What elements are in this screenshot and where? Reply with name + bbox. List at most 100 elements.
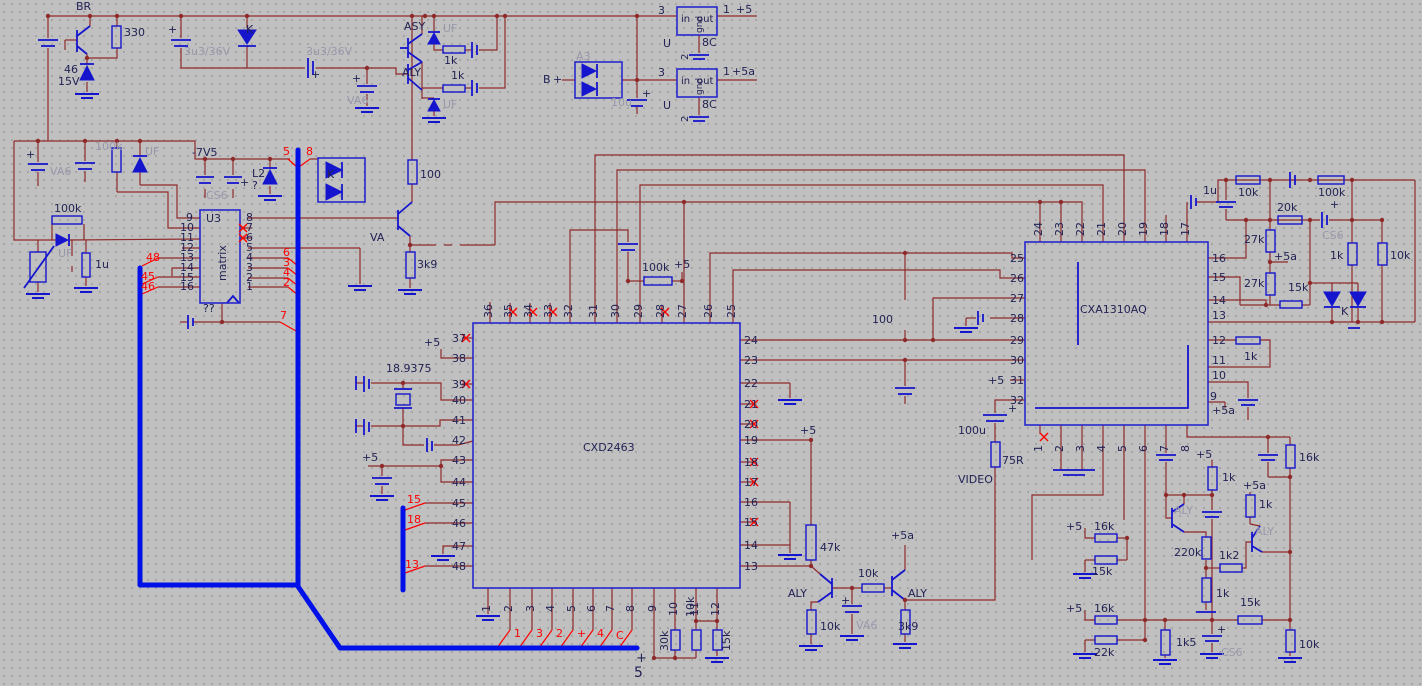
ic-layer[interactable] bbox=[199, 6, 1209, 589]
resistor-body[interactable] bbox=[861, 583, 885, 593]
wire[interactable] bbox=[117, 191, 200, 229]
resistor-body[interactable] bbox=[405, 251, 416, 279]
wire[interactable] bbox=[1165, 495, 1172, 519]
wire[interactable] bbox=[1184, 531, 1207, 537]
wire[interactable] bbox=[140, 184, 200, 219]
wire[interactable] bbox=[403, 382, 473, 401]
resistor-body[interactable] bbox=[712, 629, 723, 651]
wire[interactable] bbox=[68, 238, 201, 241]
wire[interactable] bbox=[594, 154, 1125, 323]
wire[interactable] bbox=[1084, 528, 1095, 539]
resistor-body[interactable] bbox=[806, 609, 817, 635]
resistor-body[interactable] bbox=[990, 441, 1001, 468]
wire[interactable] bbox=[1186, 425, 1290, 438]
wire[interactable] bbox=[367, 67, 408, 75]
wire[interactable] bbox=[810, 601, 818, 610]
wire[interactable] bbox=[709, 252, 1025, 323]
resistor-body[interactable] bbox=[1277, 215, 1303, 225]
wire[interactable] bbox=[87, 48, 118, 59]
wire[interactable] bbox=[13, 141, 38, 241]
resistor-body[interactable] bbox=[81, 252, 91, 278]
resistor-body[interactable] bbox=[643, 276, 673, 286]
resistor-body[interactable] bbox=[805, 524, 817, 561]
resistor-body[interactable] bbox=[1235, 336, 1261, 345]
diode-icon[interactable] bbox=[237, 29, 257, 45]
wire-layer[interactable] bbox=[13, 15, 1416, 659]
voltage-regulator-1[interactable] bbox=[676, 6, 718, 36]
wire[interactable] bbox=[14, 140, 290, 160]
resistor-body[interactable] bbox=[1094, 555, 1118, 565]
net-stub-wire[interactable] bbox=[579, 629, 594, 649]
resistor-body[interactable] bbox=[51, 215, 83, 225]
ic-cxd2463[interactable] bbox=[472, 322, 741, 589]
resistor-body[interactable] bbox=[1094, 615, 1118, 625]
net-stub-wire[interactable] bbox=[141, 276, 159, 285]
resistor-body[interactable] bbox=[1201, 577, 1212, 603]
wire[interactable] bbox=[442, 545, 473, 554]
wire[interactable] bbox=[479, 16, 498, 51]
diode-icon[interactable] bbox=[1323, 291, 1341, 308]
diode-pack-k[interactable] bbox=[317, 157, 366, 203]
wire[interactable] bbox=[1208, 276, 1241, 305]
wire[interactable] bbox=[1208, 220, 1247, 259]
resistor-body[interactable] bbox=[670, 629, 681, 651]
voltage-regulator-2[interactable] bbox=[676, 68, 718, 98]
wire[interactable] bbox=[1208, 339, 1271, 368]
resistor-body[interactable] bbox=[407, 159, 418, 185]
resistor-body[interactable] bbox=[111, 25, 122, 49]
diode-icon[interactable] bbox=[1349, 291, 1367, 308]
net-stub-wire[interactable] bbox=[298, 158, 311, 168]
resistor-body[interactable] bbox=[1094, 635, 1118, 645]
resistor-body[interactable] bbox=[1237, 615, 1263, 625]
wire[interactable] bbox=[1084, 610, 1095, 621]
wire[interactable] bbox=[932, 297, 1025, 340]
diode-icon[interactable] bbox=[427, 31, 441, 45]
resistor-body[interactable] bbox=[1377, 242, 1388, 266]
wire[interactable] bbox=[180, 48, 247, 69]
resistor-body[interactable] bbox=[1285, 444, 1296, 469]
resistor-body[interactable] bbox=[1265, 229, 1276, 253]
wire[interactable] bbox=[994, 399, 1025, 413]
net-stub-wire[interactable] bbox=[141, 257, 159, 267]
diode-icon[interactable] bbox=[132, 156, 148, 173]
resistor-body[interactable] bbox=[1201, 536, 1212, 560]
wire[interactable] bbox=[433, 44, 443, 51]
wire[interactable] bbox=[616, 169, 1146, 323]
resistor-body[interactable] bbox=[1265, 272, 1276, 296]
wire[interactable] bbox=[1197, 179, 1415, 203]
resistor-body[interactable] bbox=[1219, 563, 1243, 573]
wire[interactable] bbox=[1249, 523, 1261, 527]
net-stub-wire[interactable] bbox=[538, 629, 553, 649]
net-stub-wire[interactable] bbox=[618, 629, 633, 649]
wire[interactable] bbox=[905, 467, 996, 601]
net-stub-wire[interactable] bbox=[404, 502, 426, 511]
resistor-body[interactable] bbox=[395, 393, 411, 406]
wire[interactable] bbox=[569, 229, 629, 323]
resistor-body[interactable] bbox=[442, 84, 466, 93]
wire[interactable] bbox=[732, 269, 1025, 323]
resistor-body[interactable] bbox=[900, 609, 911, 635]
diode-icon[interactable] bbox=[79, 64, 95, 81]
net-stub-wire[interactable] bbox=[141, 286, 159, 295]
resistor-body[interactable] bbox=[1285, 629, 1296, 653]
resistor-body[interactable] bbox=[1207, 466, 1218, 491]
wire[interactable] bbox=[440, 466, 473, 483]
bus-wire[interactable] bbox=[137, 265, 640, 651]
wire[interactable] bbox=[402, 426, 424, 446]
resistor-body[interactable] bbox=[1347, 242, 1358, 266]
net-stub-wire[interactable] bbox=[279, 321, 297, 332]
component-layer[interactable] bbox=[23, 25, 1388, 665]
ic-u3-matrix[interactable] bbox=[199, 209, 241, 304]
diode-icon[interactable] bbox=[427, 98, 441, 112]
net-stub-wire[interactable] bbox=[404, 522, 426, 531]
resistor-body[interactable] bbox=[29, 251, 47, 283]
resistor-body[interactable] bbox=[1317, 175, 1345, 185]
diode-icon[interactable] bbox=[262, 168, 278, 185]
diode-icon[interactable] bbox=[325, 183, 344, 201]
wire[interactable] bbox=[1242, 541, 1252, 569]
bus-layer[interactable] bbox=[137, 147, 640, 651]
resistor-body[interactable] bbox=[1235, 175, 1261, 185]
resistor-body[interactable] bbox=[691, 629, 702, 651]
